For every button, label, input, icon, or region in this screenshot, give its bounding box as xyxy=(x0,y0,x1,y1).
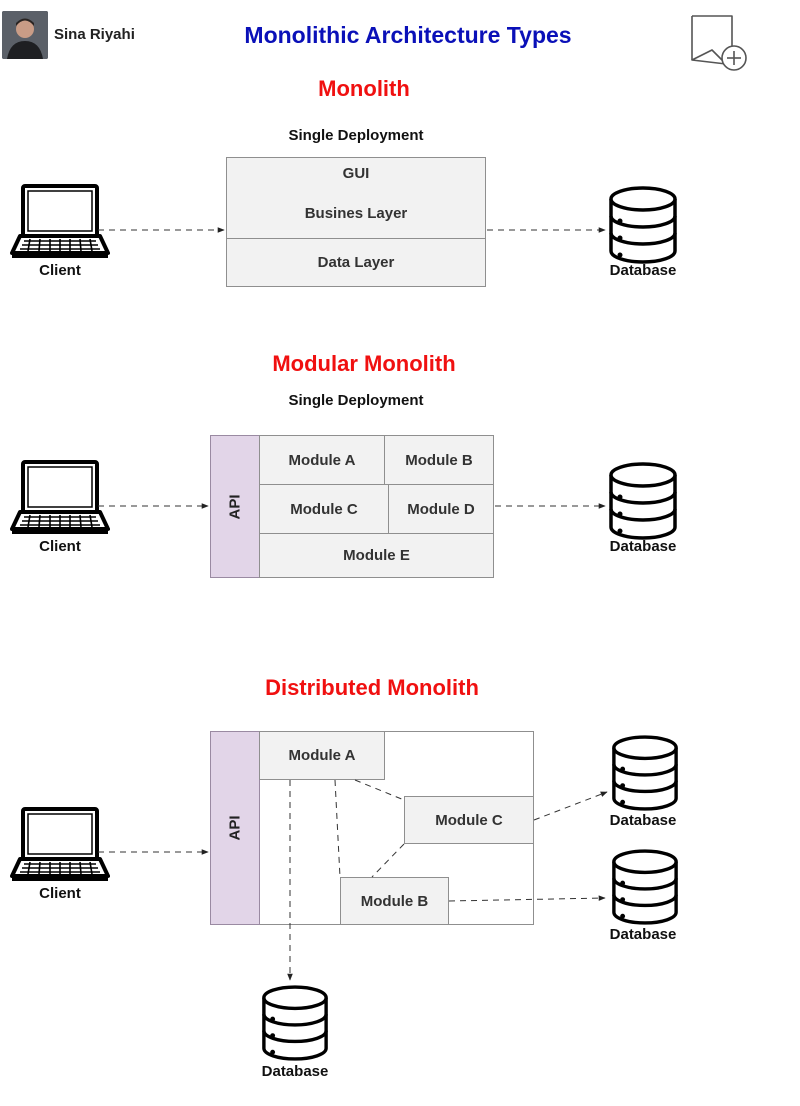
gui-layer: GUI xyxy=(226,157,486,190)
modular-section-title: Modular Monolith xyxy=(272,351,456,376)
module-c: Module C xyxy=(404,796,534,844)
module-b: Module B xyxy=(384,435,494,485)
laptop-icon xyxy=(10,183,110,259)
client-label: Client xyxy=(39,885,81,902)
api-label: API xyxy=(226,493,244,520)
data-layer: Data Layer xyxy=(226,238,486,287)
page-title: Monolithic Architecture Types xyxy=(244,22,572,48)
person-avatar-icon xyxy=(2,11,48,59)
database-icon xyxy=(610,848,680,926)
save-bookmark-icon[interactable] xyxy=(690,14,750,72)
database-label: Database xyxy=(261,1063,329,1080)
database-label: Database xyxy=(609,262,677,279)
module-a: Module A xyxy=(259,731,385,780)
laptop-icon xyxy=(10,806,110,882)
api-gateway: API xyxy=(210,731,260,925)
database-icon xyxy=(610,734,680,812)
database-icon xyxy=(260,984,330,1062)
module-a: Module A xyxy=(259,435,385,485)
module-c: Module C xyxy=(259,484,389,534)
distributed-section-title: Distributed Monolith xyxy=(265,675,479,700)
monolith-section-title: Monolith xyxy=(318,76,410,101)
author-name: Sina Riyahi xyxy=(54,26,135,43)
api-label: API xyxy=(226,815,244,841)
module-d: Module D xyxy=(388,484,494,534)
database-icon xyxy=(607,461,679,541)
business-layer: Busines Layer xyxy=(226,189,486,239)
laptop-icon xyxy=(10,459,110,535)
database-label: Database xyxy=(609,926,677,943)
module-b: Module B xyxy=(340,877,449,925)
api-gateway: API xyxy=(210,435,260,578)
client-label: Client xyxy=(39,262,81,279)
modular-deployment-label: Single Deployment xyxy=(288,392,424,409)
database-label: Database xyxy=(609,812,677,829)
client-label: Client xyxy=(39,538,81,555)
monolith-deployment-label: Single Deployment xyxy=(288,127,424,144)
database-label: Database xyxy=(609,538,677,555)
module-e: Module E xyxy=(259,533,494,578)
database-icon xyxy=(607,185,679,265)
